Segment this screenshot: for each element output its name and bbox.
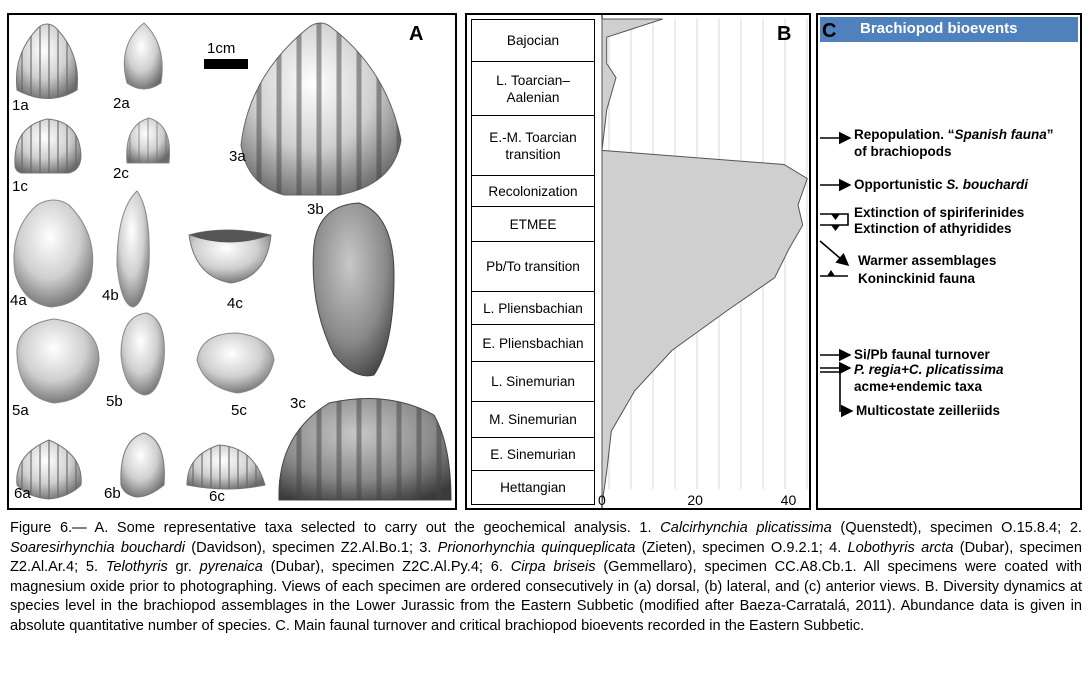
specimen-label-4c: 4c: [227, 295, 243, 312]
arrow-warmer-assemblages: [819, 240, 850, 267]
specimen-4b-image: [116, 190, 150, 308]
text-run: Warmer assemblages: [858, 253, 997, 268]
text-run: gr.: [167, 559, 200, 576]
x-tick-label: 40: [780, 492, 797, 508]
text-run: (Gemmellaro), specimen CC.A8.Cb.1. All s…: [10, 559, 1082, 634]
text-run: of brachiopods: [854, 144, 952, 159]
text-run: Koninckinid fauna: [858, 271, 976, 286]
event-warmer-assemblages: Warmer assemblages: [858, 253, 996, 269]
panel-c-bioevents: Brachiopod bioevents C Repopulation. “Sp…: [816, 13, 1082, 510]
text-run: (Zieten), specimen O.9.2.1; 4.: [635, 539, 848, 556]
specimen-5b-image: [120, 312, 165, 396]
specimen-6a-image: [16, 439, 82, 500]
specimen-3b-image: [312, 202, 395, 377]
specimen-label-3a: 3a: [229, 148, 246, 165]
specimen-label-5a: 5a: [12, 402, 29, 419]
text-run: Multicostate zeilleriids: [856, 403, 1001, 418]
text-run: (Dubar), specimen Z2C.Al.Py.4; 6.: [262, 559, 511, 576]
event-extinction-athyridides: Extinction of athyridides: [854, 221, 1012, 237]
specimen-label-6b: 6b: [104, 485, 121, 502]
panel-a-specimen-photos: A 1cm 1a 1c 2a 2c 3a 3b 3c 4a 4b 4c 5a 5…: [7, 13, 457, 510]
figure-caption: Figure 6.— A. Some representative taxa s…: [10, 519, 1082, 637]
text-run: Cirpa briseis: [510, 559, 596, 576]
text-run: Spanish fauna: [954, 127, 1047, 142]
diversity-area-chart: [601, 15, 808, 508]
event-repopulation: Repopulation. “Spanish fauna”: [854, 127, 1054, 143]
specimen-label-1c: 1c: [12, 178, 28, 195]
specimen-1a-image: [15, 23, 79, 99]
text-run: Lobothyris arcta: [847, 539, 954, 556]
specimen-3c-image: [278, 398, 452, 501]
scale-bar-label: 1cm: [207, 40, 236, 57]
marker-athyridides-icon: [831, 225, 840, 231]
diversity-area: [601, 18, 808, 505]
text-run: ”: [1046, 127, 1054, 142]
text-run: P. regia+C. plicatissima: [854, 362, 1004, 377]
text-run: Extinction of spiriferinides: [854, 205, 1025, 220]
event-regia-plicatissima: P. regia+C. plicatissima: [854, 362, 1003, 378]
text-run: S. bouchardi: [946, 177, 1029, 192]
bioevents-header: Brachiopod bioevents: [820, 17, 1078, 42]
stage-12: Hettangian: [471, 470, 595, 505]
specimen-label-5c: 5c: [231, 402, 247, 419]
event-opportunistic: Opportunistic S. bouchardi: [854, 177, 1028, 193]
panel-b-label: B: [777, 23, 792, 45]
arrow-multicostate: [820, 371, 854, 418]
specimen-label-6a: 6a: [14, 485, 31, 502]
specimen-5a-image: [16, 318, 100, 404]
text-run: (Dubar), specimen Z2.Al.Ar.4; 5.: [10, 539, 1083, 576]
specimen-label-1a: 1a: [12, 97, 29, 114]
specimen-label-3c: 3c: [290, 395, 306, 412]
panel-a-label: A: [409, 23, 424, 45]
text-run: Prionorhynchia quinqueplicata: [437, 539, 636, 556]
text-run: acme+endemic taxa: [854, 379, 982, 394]
specimen-2a-image: [123, 22, 163, 90]
specimen-label-2c: 2c: [113, 165, 129, 182]
text-run: Si/Pb faunal turnover: [854, 347, 990, 362]
event-acme-endemic: acme+endemic taxa: [854, 379, 982, 395]
marker-spiriferinides-icon: [831, 214, 840, 220]
specimen-label-4a: 4a: [10, 292, 27, 309]
text-run: Extinction of athyridides: [854, 221, 1012, 236]
specimen-label-4b: 4b: [102, 287, 119, 304]
text-run: pyrenaica: [199, 559, 263, 576]
bioevent-arrows: [819, 131, 854, 418]
bioevents-header-title: Brachiopod bioevents: [860, 20, 1018, 37]
x-tick-label: 20: [687, 492, 703, 508]
scale-bar: [204, 59, 248, 69]
specimen-label-5b: 5b: [106, 393, 123, 410]
marker-koninckinid-icon: [827, 270, 835, 276]
specimen-3a-image: [240, 22, 402, 196]
specimen-1c-image: [14, 118, 82, 174]
specimen-label-2a: 2a: [113, 95, 130, 112]
x-tick-label: 0: [598, 492, 606, 508]
specimen-5c-image: [196, 332, 275, 394]
specimen-2c-image: [126, 117, 171, 164]
event-koninckinid-fauna: Koninckinid fauna: [858, 271, 975, 287]
panel-c-label: C: [822, 20, 837, 42]
text-run: Opportunistic: [854, 177, 947, 192]
specimen-4c-image: [188, 229, 272, 284]
specimen-photographs: [13, 22, 452, 501]
text-run: Soaresirhynchia bouchardi: [10, 539, 185, 556]
text-run: Figure 6.— A. Some representative taxa s…: [10, 520, 661, 536]
event-repopulation-cont: of brachiopods: [854, 144, 952, 160]
specimen-4a-image: [13, 199, 94, 308]
event-si-pb-turnover: Si/Pb faunal turnover: [854, 347, 990, 363]
text-run: (Quenstedt), specimen O.15.8.4; 2.: [831, 520, 1082, 536]
specimen-label-3b: 3b: [307, 201, 324, 218]
text-run: (Davidson), specimen Z2.Al.Bo.1; 3.: [185, 539, 438, 556]
text-run: Calcirhynchia plicatissima: [660, 520, 832, 536]
specimen-label-6c: 6c: [209, 488, 225, 505]
text-run: Telothyris: [105, 559, 168, 576]
text-run: Repopulation. “: [854, 127, 955, 142]
event-extinction-spiriferinides: Extinction of spiriferinides: [854, 205, 1024, 221]
specimen-6c-image: [186, 444, 266, 490]
event-multicostate-zeilleriids: Multicostate zeilleriids: [856, 403, 1000, 419]
specimen-6b-image: [120, 432, 165, 498]
stage-2: L. Toarcian–Aalenian: [471, 61, 595, 116]
